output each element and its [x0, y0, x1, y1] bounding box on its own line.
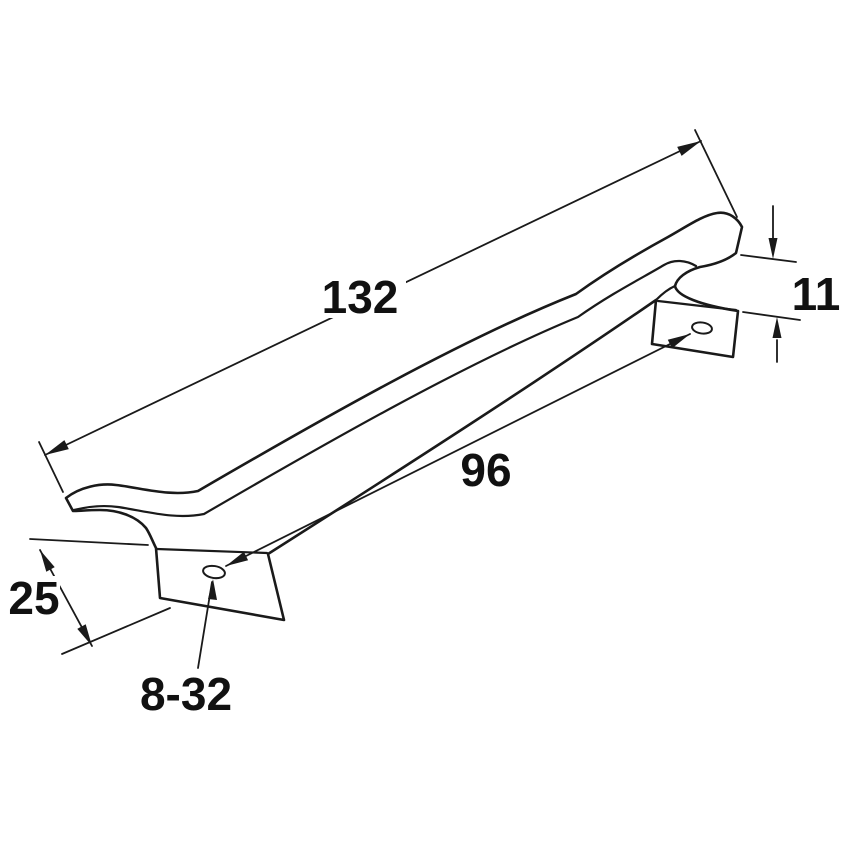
- screw-size-label: 8-32: [140, 668, 232, 720]
- hole-spacing-dimension-line: [225, 333, 691, 567]
- end-thickness-arrowhead-top: [768, 238, 778, 259]
- end-thickness-extension-line-bottom: [742, 311, 801, 321]
- dimension-overall-length: 132: [38, 129, 738, 493]
- right-base-top-edge: [656, 299, 738, 312]
- base-depth-arrowhead-top: [40, 550, 55, 572]
- right-neck-edge: [654, 284, 677, 302]
- base-depth-extension-line-top: [29, 538, 149, 546]
- base-depth-arrowhead-bottom: [77, 624, 92, 646]
- right-mounting-hole: [691, 321, 713, 335]
- screw-size-leader-arrowhead: [208, 579, 217, 600]
- end-thickness-extension-line-top: [740, 254, 797, 263]
- overall-length-extension-line-left: [38, 441, 64, 493]
- handle-illustration: [64, 211, 744, 622]
- base-depth-label-background: [8, 576, 60, 618]
- handle-top-face-edge: [72, 259, 698, 518]
- left-mounting-hole: [202, 564, 226, 580]
- end-thickness-dimension-label: 11: [792, 268, 841, 320]
- overall-length-dimension-label: 132: [322, 271, 399, 323]
- overall-length-label-background: [314, 274, 406, 318]
- overall-length-arrowhead-right: [677, 141, 701, 156]
- dimension-hole-spacing: 96: [225, 333, 691, 567]
- annotation-screw-size: 8-32: [140, 579, 232, 720]
- dimension-base-depth: 25: [8, 538, 171, 655]
- base-depth-extension-line-bottom: [61, 607, 171, 655]
- base-depth-dimension-label: 25: [8, 572, 59, 624]
- overall-length-extension-line-right: [694, 129, 738, 218]
- overall-length-arrowhead-left: [45, 440, 69, 455]
- hole-spacing-arrowhead-right: [667, 334, 690, 349]
- hole-spacing-dimension-label: 96: [460, 444, 511, 496]
- end-thickness-arrowhead-bottom: [772, 317, 782, 338]
- left-base-top-edge: [155, 547, 269, 555]
- handle-silhouette: [64, 211, 744, 622]
- dimension-end-thickness: 11: [740, 205, 841, 363]
- hole-spacing-arrowhead-left: [226, 551, 249, 566]
